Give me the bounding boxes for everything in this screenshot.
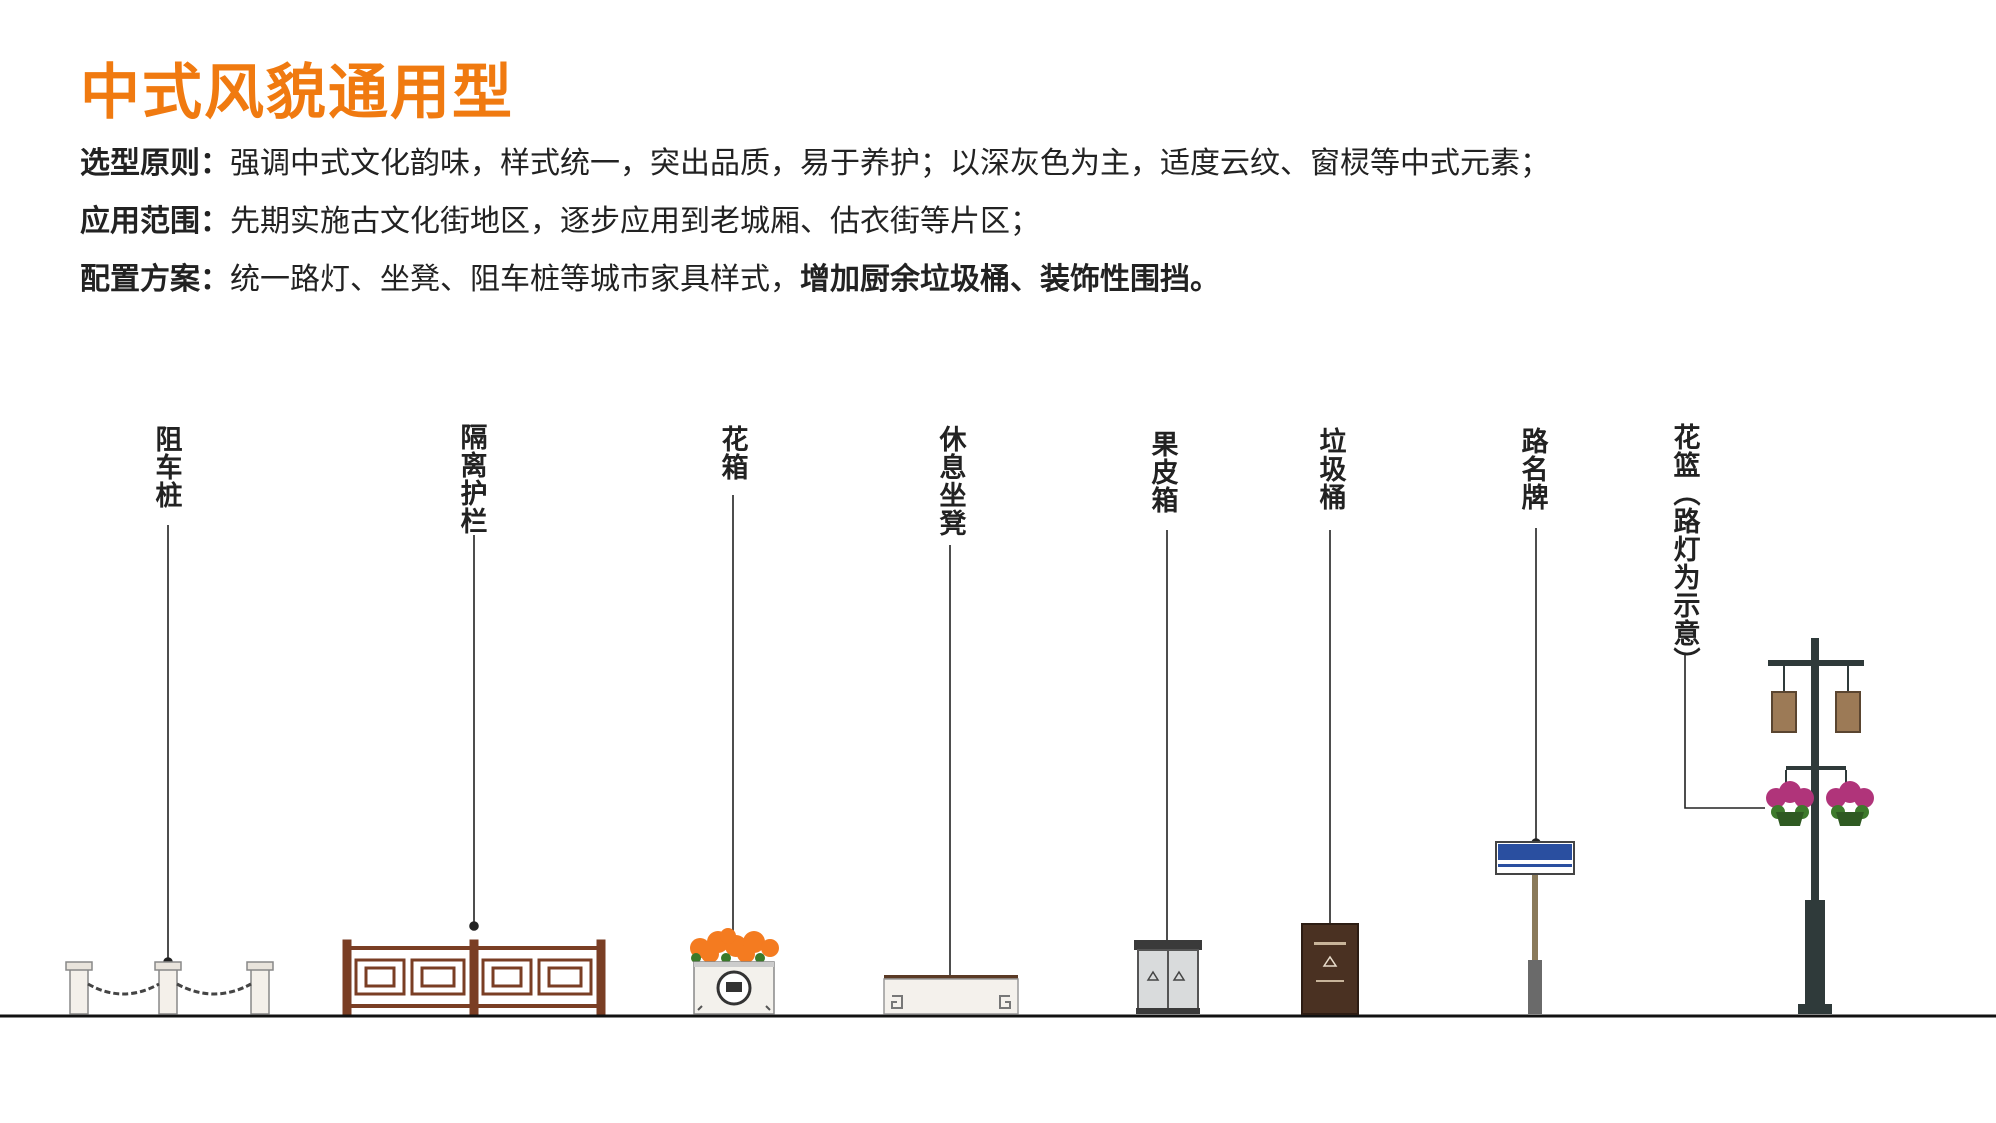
label-litter-bin: 果皮箱: [1146, 430, 1178, 514]
config-text: 统一路灯、坐凳、阻车桩等城市家具样式，: [230, 262, 800, 297]
railing-group: [342, 939, 606, 1015]
planter-group: [690, 928, 779, 1015]
page-title: 中式风貌通用型: [80, 58, 514, 128]
config-emphasis: 增加厨余垃圾桶、装饰性围挡。: [800, 262, 1220, 297]
label-bench: 休息坐凳: [934, 425, 966, 537]
config-label: 配置方案：: [80, 262, 230, 297]
config-line: 配置方案：统一路灯、坐凳、阻车桩等城市家具样式，增加厨余垃圾桶、装饰性围挡。: [80, 254, 1220, 298]
principle-line: 选型原则：强调中式文化韵味，样式统一，突出品质，易于养护；以深灰色为主，适度云纹…: [80, 138, 1550, 182]
street-lamp-group: [1766, 638, 1874, 1014]
scope-label: 应用范围：: [80, 204, 230, 239]
litter-bin-group: [1134, 940, 1202, 1014]
trash-bin-group: [1301, 923, 1359, 1015]
bench-group: [883, 975, 1019, 1015]
bollard-group: [65, 961, 274, 1015]
leader-flower-basket: [1684, 655, 1765, 809]
scope-text: 先期实施古文化街地区，逐步应用到老城厢、估衣街等片区；: [230, 204, 1040, 239]
label-street-sign: 路名牌: [1516, 427, 1548, 511]
label-trash-bin: 垃圾桶: [1314, 427, 1346, 511]
street-sign-group: [1495, 841, 1575, 1014]
principle-label: 选型原则：: [80, 146, 230, 181]
leader-dot-railing: [469, 921, 479, 931]
label-railing: 隔离护栏: [455, 423, 487, 535]
label-flower-basket: 花篮（路灯为示意）: [1668, 423, 1700, 675]
scope-line: 应用范围：先期实施古文化街地区，逐步应用到老城厢、估衣街等片区；: [80, 196, 1040, 240]
leader-lines: [163, 495, 1765, 975]
label-bollard: 阻车桩: [150, 425, 182, 509]
label-planter: 花箱: [716, 425, 748, 481]
principle-text: 强调中式文化韵味，样式统一，突出品质，易于养护；以深灰色为主，适度云纹、窗棂等中…: [230, 146, 1550, 181]
